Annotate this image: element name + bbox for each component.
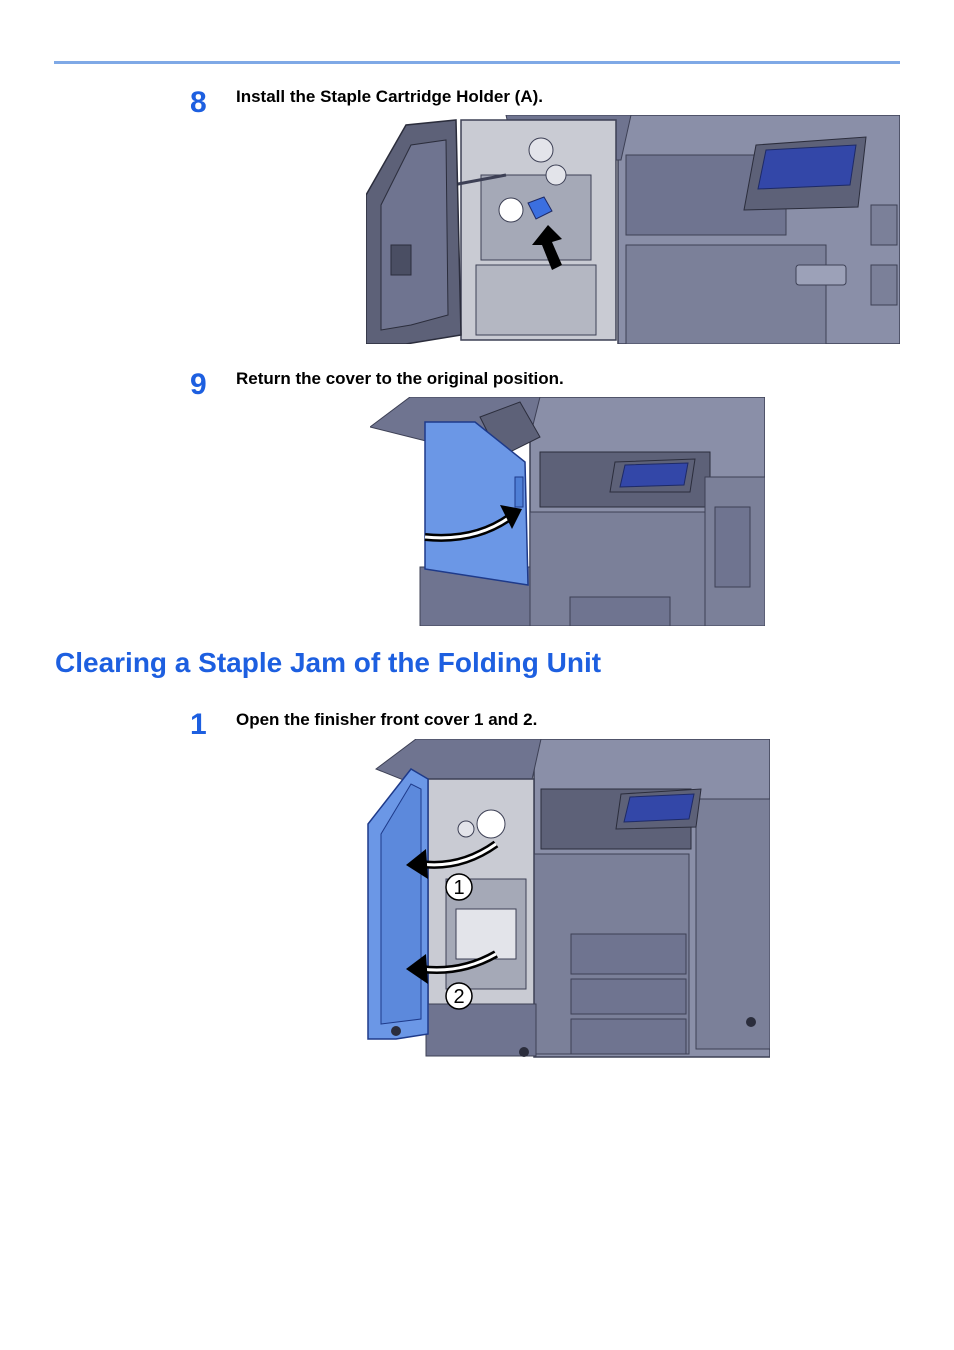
figure-return-cover bbox=[370, 397, 765, 626]
arrow-up-icon bbox=[532, 225, 562, 270]
figure-open-finisher-covers: 1 2 bbox=[366, 739, 770, 1059]
curved-arrow-icon bbox=[424, 505, 522, 542]
step-8-number: 8 bbox=[190, 86, 207, 119]
curved-arrow-icon bbox=[406, 840, 499, 879]
section-step-1-number: 1 bbox=[190, 708, 207, 741]
step-9-number: 9 bbox=[190, 368, 207, 401]
callout-2-label: 2 bbox=[453, 986, 464, 1008]
header-rule bbox=[54, 61, 900, 64]
section-title: Clearing a Staple Jam of the Folding Uni… bbox=[55, 647, 602, 678]
step-9-text: Return the cover to the original positio… bbox=[236, 369, 564, 388]
section-step-1-text: Open the finisher front cover 1 and 2. bbox=[236, 710, 538, 729]
callout-circle-icon: 2 bbox=[445, 982, 473, 1010]
callout-1-label: 1 bbox=[453, 877, 464, 899]
curved-arrow-icon bbox=[406, 950, 498, 984]
figure-install-staple-cartridge bbox=[366, 115, 900, 344]
callout-circle-icon: 1 bbox=[445, 873, 473, 901]
step-8-text: Install the Staple Cartridge Holder (A). bbox=[236, 87, 543, 106]
